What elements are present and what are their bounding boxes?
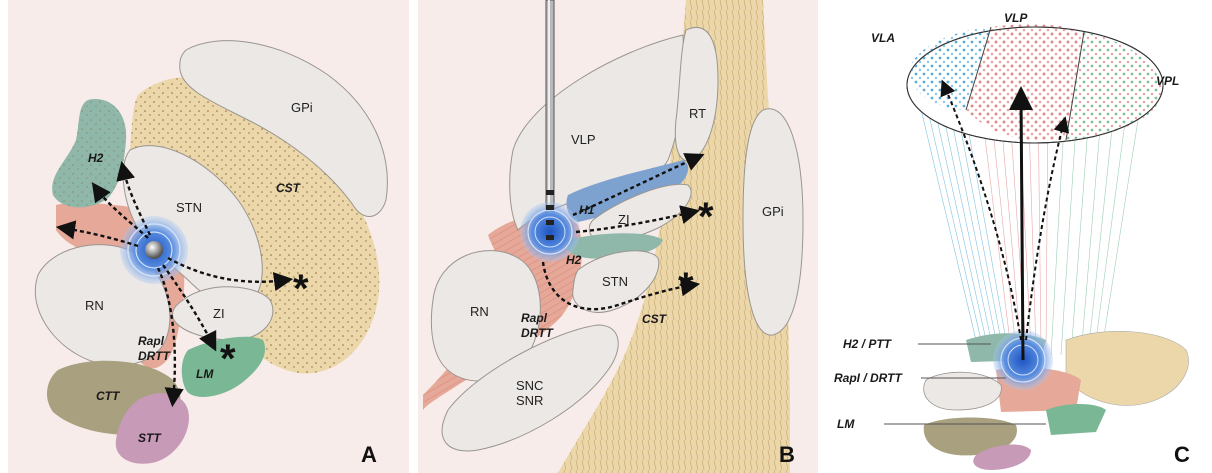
electrode-contact — [145, 241, 163, 259]
drtt-label: DRTT — [138, 349, 171, 363]
zi-label: ZI — [618, 212, 630, 227]
star-cst: * — [293, 267, 309, 311]
rapl-label: Rapl — [138, 334, 165, 348]
vlp-label: VLP — [571, 132, 596, 147]
vla-label: VLA — [871, 31, 895, 45]
cst-label: CST — [642, 312, 668, 326]
h1-label: H1 — [579, 203, 595, 217]
star-zi: * — [698, 195, 714, 239]
panel-b-figure: VLP RT H1 ZI GPi H2 STN RN Rapl DRTT CST… — [418, 0, 818, 473]
rn-label: RN — [470, 304, 489, 319]
panel-a-figure: GPi CST STN H2 RN ZI Rapl DRTT LM CTT ST… — [8, 0, 409, 473]
gpi-nucleus — [743, 109, 803, 335]
rn-label: RN — [85, 298, 104, 313]
rapl-label: Rapl — [521, 311, 548, 325]
panel-a: GPi CST STN H2 RN ZI Rapl DRTT LM CTT ST… — [8, 0, 409, 473]
vpl-label: VPL — [1156, 74, 1179, 88]
h2-label: H2 — [566, 253, 582, 267]
panel-c: VLA VLP VPL H2 / PTT RapI / DRTT LM C — [826, 0, 1212, 473]
h2-ptt-label: H2 / PTT — [843, 337, 893, 351]
drtt-label: DRTT — [521, 326, 554, 340]
zi-label: ZI — [213, 306, 225, 321]
panel-b: VLP RT H1 ZI GPi H2 STN RN Rapl DRTT CST… — [418, 0, 818, 473]
cst-label: CST — [276, 181, 302, 195]
snc-label: SNC — [516, 378, 543, 393]
panel-c-figure: VLA VLP VPL H2 / PTT RapI / DRTT LM C — [826, 0, 1212, 473]
lm-label: LM — [196, 367, 214, 381]
star-lm: * — [220, 337, 236, 381]
panel-b-letter: B — [779, 442, 795, 467]
vlp-label: VLP — [1004, 11, 1028, 25]
gpi-label: GPi — [762, 204, 784, 219]
ctt-label: CTT — [96, 389, 121, 403]
stn-label: STN — [176, 200, 202, 215]
stn-label: STN — [602, 274, 628, 289]
lm-label: LM — [837, 417, 855, 431]
stt-label: STT — [138, 431, 162, 445]
star-cst: * — [678, 265, 694, 309]
panel-a-letter: A — [361, 442, 377, 467]
rt-label: RT — [689, 106, 706, 121]
gpi-label: GPi — [291, 100, 313, 115]
panel-c-letter: C — [1174, 442, 1190, 467]
rapl-drtt-label: RapI / DRTT — [834, 371, 903, 385]
h2-label: H2 — [88, 151, 104, 165]
snr-label: SNR — [516, 393, 543, 408]
